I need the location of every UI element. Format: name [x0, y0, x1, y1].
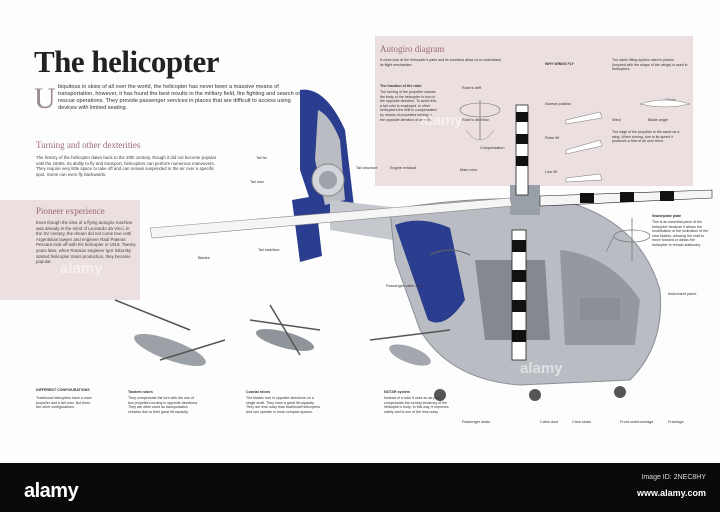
label-tail-fin: Tail fin — [256, 156, 267, 160]
coaxial-helicopter — [249, 304, 321, 356]
label-instrument-panel: Instrument panel — [668, 292, 697, 296]
rotor-diagram — [459, 99, 691, 183]
coaxial-text: The blades turn in opposite directions o… — [246, 396, 320, 414]
label-passenger-seats: Passenger seats — [462, 420, 491, 424]
label-crew-seats: Crew seats — [572, 420, 591, 424]
autogiro-panel — [375, 36, 693, 186]
tandem-text: They compensate the turn with the use of… — [128, 396, 199, 414]
label-tail-rotor: Tail rotor — [250, 180, 265, 184]
coaxial-title: Coaxial rotors — [246, 390, 271, 394]
swashplate-diagram — [605, 218, 651, 262]
intro-text: biquitous in skies of all over the world… — [58, 84, 301, 111]
notar-title: NOTAR system — [384, 390, 410, 394]
label-rotor-lift: Rotor lift — [545, 136, 560, 140]
configs-heading: DIFFERENT CONFIGURATIONS — [36, 388, 90, 392]
label-main-rotor: Main rotor — [460, 168, 478, 172]
label-low-lift: Low lift — [545, 170, 557, 174]
watermark-1: alamy — [70, 112, 113, 129]
footer-brand-logo[interactable]: alamy — [24, 480, 79, 502]
wings-text: The same lifting system used in planes (… — [612, 58, 688, 72]
autogiro-heading: Autogiro diagram — [380, 44, 445, 54]
swashplate-text: This is an essential piece of the helico… — [652, 220, 709, 247]
turning-text: The history of the helicopter dates back… — [36, 155, 217, 177]
tandem-title: Tandem rotors — [128, 390, 153, 394]
footer-image-id: Image ID: 2NEC8HY — [641, 474, 706, 481]
pioneer-heading: Pioneer experience — [36, 206, 105, 216]
page-title: The helicopter — [34, 44, 220, 79]
edge-text: The edge of the propeller is the same as… — [612, 130, 680, 144]
label-rotor-drift: Rotor's drift — [462, 86, 482, 90]
label-rotor-direction: Rotor's direction — [462, 118, 490, 122]
label-tail-stabilizer: Tail stabilizer — [258, 248, 280, 252]
swashplate-heading: Swashplate plate — [652, 214, 682, 218]
watermark-4: alamy — [520, 360, 563, 377]
intro-dropcap: U — [34, 82, 56, 115]
label-tail-structure: Tail structure — [356, 166, 378, 170]
label-front-undercarriage: Front undercarriage — [620, 420, 654, 424]
label-passenger-cabin-door: Passenger cabin door — [386, 284, 423, 288]
label-wind: Wind — [612, 118, 621, 122]
turning-heading: Turning and other dexterities — [36, 140, 141, 150]
pioneer-text: Even though the idea of a flying autogir… — [36, 220, 136, 265]
infographic-poster: The helicopter U biquitous in skies of a… — [0, 36, 713, 424]
rotor-heading: The function of the rotor — [380, 84, 422, 88]
helicopter-illustration — [114, 89, 713, 401]
main-rotor — [149, 104, 713, 361]
label-blades: Blades — [198, 256, 210, 260]
label-blade-angle: Blade angle — [648, 118, 669, 122]
rotor-text: The turning of the propeller causes the … — [380, 90, 438, 122]
label-engine-exhaust: Engine exhaust — [390, 166, 417, 170]
configs-text: Traditional helicopters have a main prop… — [36, 396, 92, 410]
wings-heading: WHY WINGS FLY — [545, 62, 574, 66]
stock-footer — [0, 463, 720, 512]
label-normal-position: Normal position — [545, 102, 572, 106]
watermark-2: alamy — [420, 112, 463, 129]
label-cabin-door: Cabin door — [540, 420, 559, 424]
notar-text: Instead of a rotor it uses an air jet to… — [384, 396, 449, 414]
footer-url[interactable]: www.alamy.com — [636, 488, 706, 498]
tandem-helicopter — [114, 299, 226, 367]
notar-helicopter — [369, 329, 451, 366]
autogiro-intro: A close look at the helicopter's parts a… — [380, 58, 502, 67]
label-fuselage: Fuselage — [668, 420, 684, 424]
pioneer-panel — [0, 200, 140, 300]
label-compensation: Compensation — [480, 146, 505, 150]
watermark-3: alamy — [60, 260, 103, 277]
